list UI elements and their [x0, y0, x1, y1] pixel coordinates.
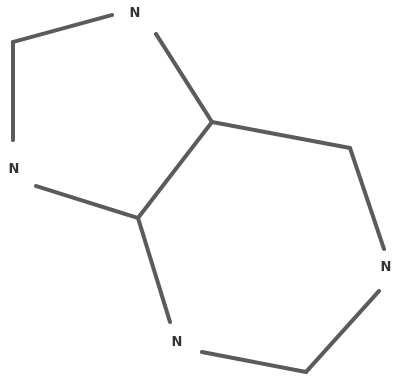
bond-left-n-to-lower-fusion: [34, 184, 140, 220]
bond-fusion: [136, 120, 214, 220]
atom-label-n-right: N: [381, 260, 392, 275]
bond-upper-fusion-to-top-n: [154, 32, 214, 124]
bond-right-n-to-bottom-ch: [304, 289, 381, 374]
bond-upper-fusion-to-right-ch: [210, 120, 352, 150]
atom-label-n-bottom: N: [172, 335, 183, 350]
bond-bottom-ch-to-bottom-n: [200, 350, 308, 374]
atom-label-n-top: N: [130, 6, 141, 21]
atom-label-n-left: N: [9, 162, 20, 177]
bond-bottom-n-to-lower-fusion: [136, 216, 172, 324]
bond-right-ch-to-right-n: [348, 146, 386, 251]
bond-top-n-to-left-ch: [11, 13, 114, 44]
